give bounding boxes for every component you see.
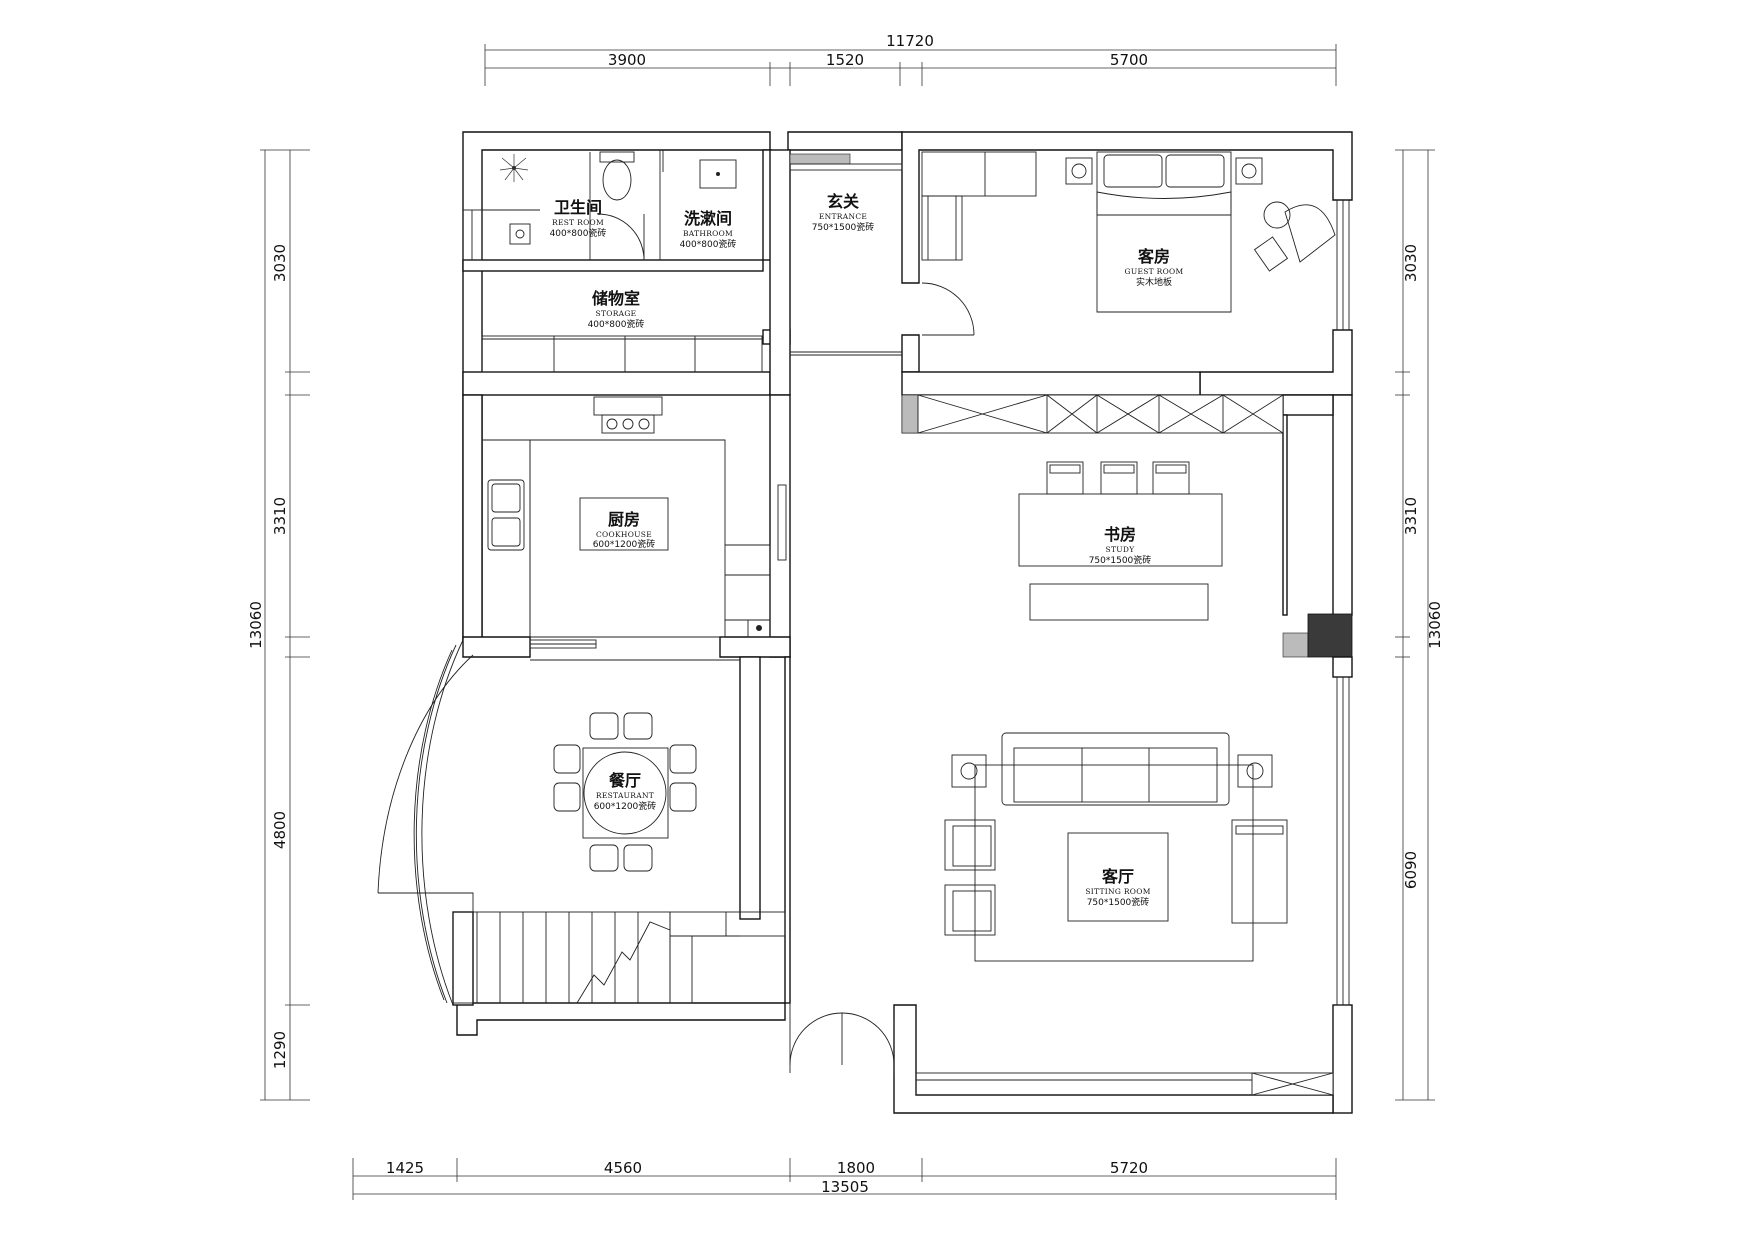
label-bathroom-cn: 洗漱间 — [684, 209, 732, 228]
dimension-bottom: 1425 4560 1800 5720 13505 — [352, 1158, 1337, 1200]
label-storage-spec: 400*800瓷砖 — [588, 318, 645, 330]
bed-icon — [1096, 151, 1232, 313]
daybed-icon — [1231, 819, 1288, 924]
range-hood-icon — [593, 396, 663, 434]
label-guestroom-en: GUEST ROOM — [1125, 267, 1184, 276]
label-restaurant-cn: 餐厅 — [608, 771, 641, 790]
rug — [974, 764, 1254, 962]
kitchen-area — [482, 396, 787, 661]
label-sitting-spec: 750*1500瓷砖 — [1087, 896, 1150, 908]
dim-bottom-3: 1800 — [837, 1159, 875, 1177]
dim-top-total: 11720 — [886, 32, 934, 50]
label-restaurant-en: RESTAURANT — [596, 791, 654, 800]
dim-left-2: 3310 — [271, 497, 289, 535]
dim-left-4: 1290 — [271, 1031, 289, 1069]
study-area — [901, 394, 1284, 621]
nightstand-right — [1235, 157, 1263, 185]
label-restroom-en: REST ROOM — [552, 218, 604, 227]
label-guestroom-cn: 客房 — [1138, 247, 1170, 266]
toilet-icon — [599, 151, 635, 201]
dim-top-2: 1520 — [826, 51, 864, 69]
label-storage-cn: 储物室 — [591, 289, 640, 308]
armchair-icon — [1253, 201, 1336, 272]
room-labels: 卫生间 REST ROOM 400*800瓷砖 洗漱间 BATHROOM 400… — [550, 192, 1184, 908]
study-bench — [1029, 583, 1209, 621]
kitchen-sink-icon — [487, 479, 525, 551]
wardrobe — [921, 151, 1037, 197]
label-kitchen-spec: 600*1200瓷砖 — [593, 538, 656, 550]
coffee-table — [1067, 832, 1169, 922]
kitchen-island — [579, 497, 669, 551]
label-storage-en: STORAGE — [596, 309, 637, 318]
shower-icon — [499, 154, 529, 182]
dim-bottom-total: 13505 — [821, 1178, 869, 1196]
dim-right-3: 6090 — [1402, 851, 1420, 889]
dining-table-icon — [553, 712, 697, 872]
dim-left-total: 13060 — [247, 601, 265, 649]
dimension-top: 11720 3900 1520 5700 — [484, 32, 1337, 86]
label-study-cn: 书房 — [1104, 525, 1136, 544]
dimension-right: 3030 3310 6090 13060 — [1395, 149, 1444, 1101]
study-chair-icon — [1046, 461, 1190, 495]
fridge-icon — [724, 544, 771, 621]
floor-drain-icon — [509, 223, 531, 245]
dim-right-1: 3030 — [1402, 244, 1420, 282]
label-entrance-en: ENTRANCE — [819, 212, 867, 221]
label-restaurant-spec: 600*1200瓷砖 — [594, 800, 657, 812]
label-kitchen-en: COOKHOUSE — [596, 530, 652, 539]
dim-left-3: 4800 — [271, 811, 289, 849]
label-study-en: STUDY — [1106, 545, 1136, 554]
label-sitting-cn: 客厅 — [1102, 867, 1134, 886]
dim-bottom-4: 5720 — [1110, 1159, 1148, 1177]
staircase — [452, 911, 671, 1004]
walls — [452, 131, 1353, 1114]
dim-top-3: 5700 — [1110, 51, 1148, 69]
side-table-right — [1237, 754, 1273, 788]
sofa-icon — [1001, 732, 1230, 806]
armchair-left-icon — [944, 819, 996, 936]
side-table-left — [951, 754, 987, 788]
dim-right-total: 13060 — [1426, 601, 1444, 649]
entrance-area — [789, 153, 903, 356]
label-bathroom-en: BATHROOM — [683, 229, 733, 238]
label-sitting-en: SITTING ROOM — [1085, 887, 1150, 896]
dim-bottom-2: 4560 — [604, 1159, 642, 1177]
sink-icon — [699, 159, 737, 189]
restroom-area — [462, 150, 763, 373]
dim-left-1: 3030 — [271, 244, 289, 282]
label-entrance-cn: 玄关 — [827, 192, 859, 211]
sitting-area — [915, 676, 1350, 1096]
label-guestroom-spec: 实木地板 — [1136, 276, 1172, 288]
label-bathroom-spec: 400*800瓷砖 — [680, 238, 737, 250]
guestroom-area — [921, 151, 1350, 336]
dining-area — [377, 639, 786, 1006]
label-restroom-spec: 400*800瓷砖 — [550, 227, 607, 239]
label-kitchen-cn: 厨房 — [608, 510, 640, 529]
dim-bottom-1: 1425 — [386, 1159, 424, 1177]
nightstand-left — [1065, 157, 1093, 185]
label-restroom-cn: 卫生间 — [554, 198, 602, 217]
dim-top-1: 3900 — [608, 51, 646, 69]
dim-right-2: 3310 — [1402, 497, 1420, 535]
label-study-spec: 750*1500瓷砖 — [1089, 554, 1152, 566]
main-door — [789, 1003, 895, 1073]
dimension-left: 3030 3310 4800 1290 13060 — [247, 149, 310, 1101]
label-entrance-spec: 750*1500瓷砖 — [812, 221, 875, 233]
